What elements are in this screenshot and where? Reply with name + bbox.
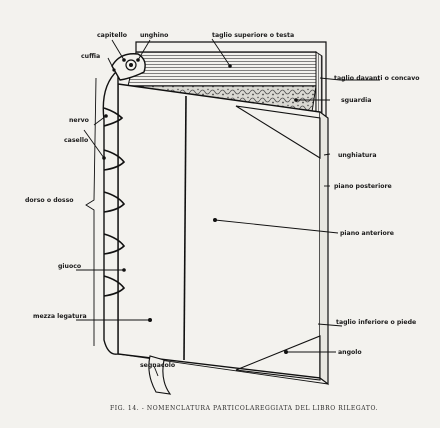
- band: [103, 191, 126, 213]
- headband: [125, 59, 137, 71]
- half-binding-line: [183, 95, 187, 361]
- band: [103, 149, 126, 171]
- band: [103, 233, 126, 255]
- front-board: [117, 83, 321, 379]
- corner-bottom: [235, 335, 321, 381]
- band: [103, 107, 124, 127]
- label-unghiatura: unghiatura: [338, 152, 377, 159]
- bookmark-ribbon: [148, 355, 172, 395]
- spine: [102, 68, 119, 355]
- label-unghino: unghino: [140, 32, 168, 39]
- label-taglio-inferiore: taglio inferiore o piede: [336, 319, 416, 326]
- label-taglio-davanti: taglio davanti o concavo: [334, 75, 420, 82]
- label-capitello: capitello: [97, 32, 127, 39]
- figure-caption: FIG. 14. - NOMENCLATURA PARTICOLAREGGIAT…: [110, 405, 378, 412]
- band: [103, 275, 126, 297]
- label-casello: casello: [64, 137, 88, 144]
- corner-top: [235, 105, 321, 159]
- front-board-edge: [319, 111, 329, 386]
- label-piano-anteriore: piano anteriore: [340, 230, 394, 237]
- label-piano-posteriore: piano posteriore: [334, 183, 392, 190]
- label-sguardia: sguardia: [341, 97, 371, 104]
- label-nervo: nervo: [69, 117, 89, 124]
- label-dorso: dorso o dosso: [25, 197, 74, 204]
- label-cuffia: cuffia: [81, 53, 100, 60]
- label-segnacolo: segnacolo: [140, 362, 175, 369]
- dorso-bracket: [85, 77, 97, 346]
- label-mezza-legatura: mezza legatura: [33, 313, 87, 320]
- top-edge-pages: [127, 51, 317, 87]
- label-taglio-superiore: taglio superiore o testa: [212, 32, 294, 39]
- label-angolo: angolo: [338, 349, 362, 356]
- label-giuoco: giuoco: [58, 263, 81, 270]
